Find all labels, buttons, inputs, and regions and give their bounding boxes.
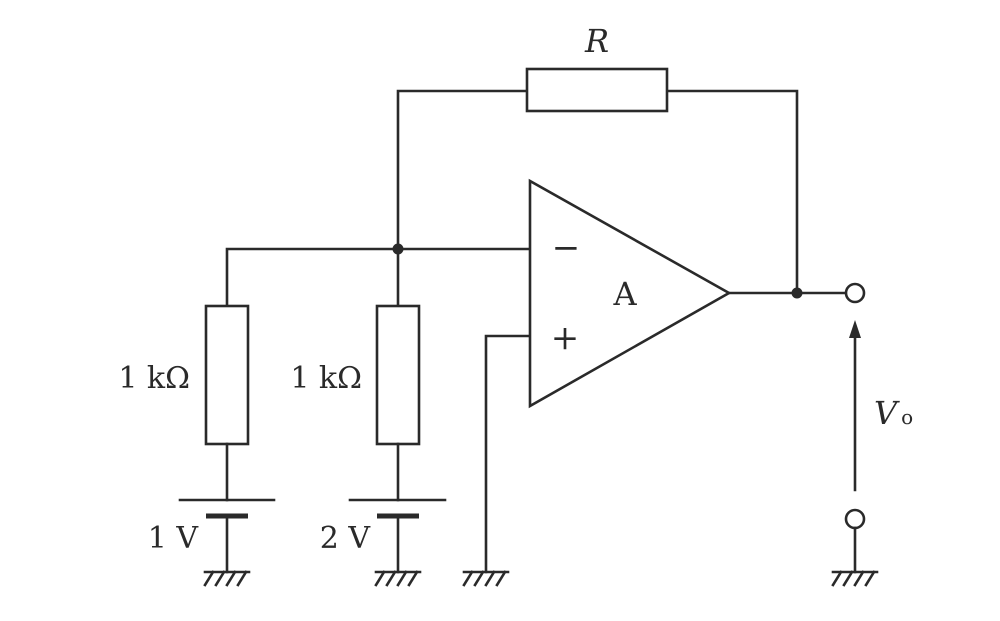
output-voltage-arrow-icon xyxy=(849,320,861,492)
feedback-resistor-label: R xyxy=(584,22,609,60)
feedback-resistor xyxy=(525,67,669,113)
ground-terminal xyxy=(844,508,866,530)
ground-output-icon xyxy=(831,570,879,587)
noninverting-wire xyxy=(484,334,532,574)
junction-node-output xyxy=(791,287,803,299)
resistor-left xyxy=(204,304,250,446)
opamp xyxy=(528,178,732,409)
opamp-noninverting-sign: + xyxy=(551,318,580,358)
battery-left xyxy=(178,442,276,574)
ground-left-icon xyxy=(203,570,251,587)
ground-noninverting-icon xyxy=(462,570,510,587)
input-bus-wires xyxy=(225,247,532,308)
battery-left-label: 1 V xyxy=(148,521,200,556)
feedback-wires xyxy=(396,89,799,295)
output-voltage-symbol: V xyxy=(874,394,900,432)
battery-right xyxy=(348,442,447,574)
ground-right-icon xyxy=(374,570,422,587)
resistor-left-label: 1 kΩ xyxy=(118,361,190,396)
output-terminal xyxy=(844,282,866,304)
opamp-label: A xyxy=(612,275,637,313)
battery-right-label: 2 V xyxy=(320,521,372,556)
opamp-inverting-sign: − xyxy=(552,228,581,268)
junction-node-inverting xyxy=(392,243,404,255)
resistor-right xyxy=(375,304,421,446)
resistor-right-label: 1 kΩ xyxy=(290,361,362,396)
output-voltage-subscript: o xyxy=(901,405,913,429)
